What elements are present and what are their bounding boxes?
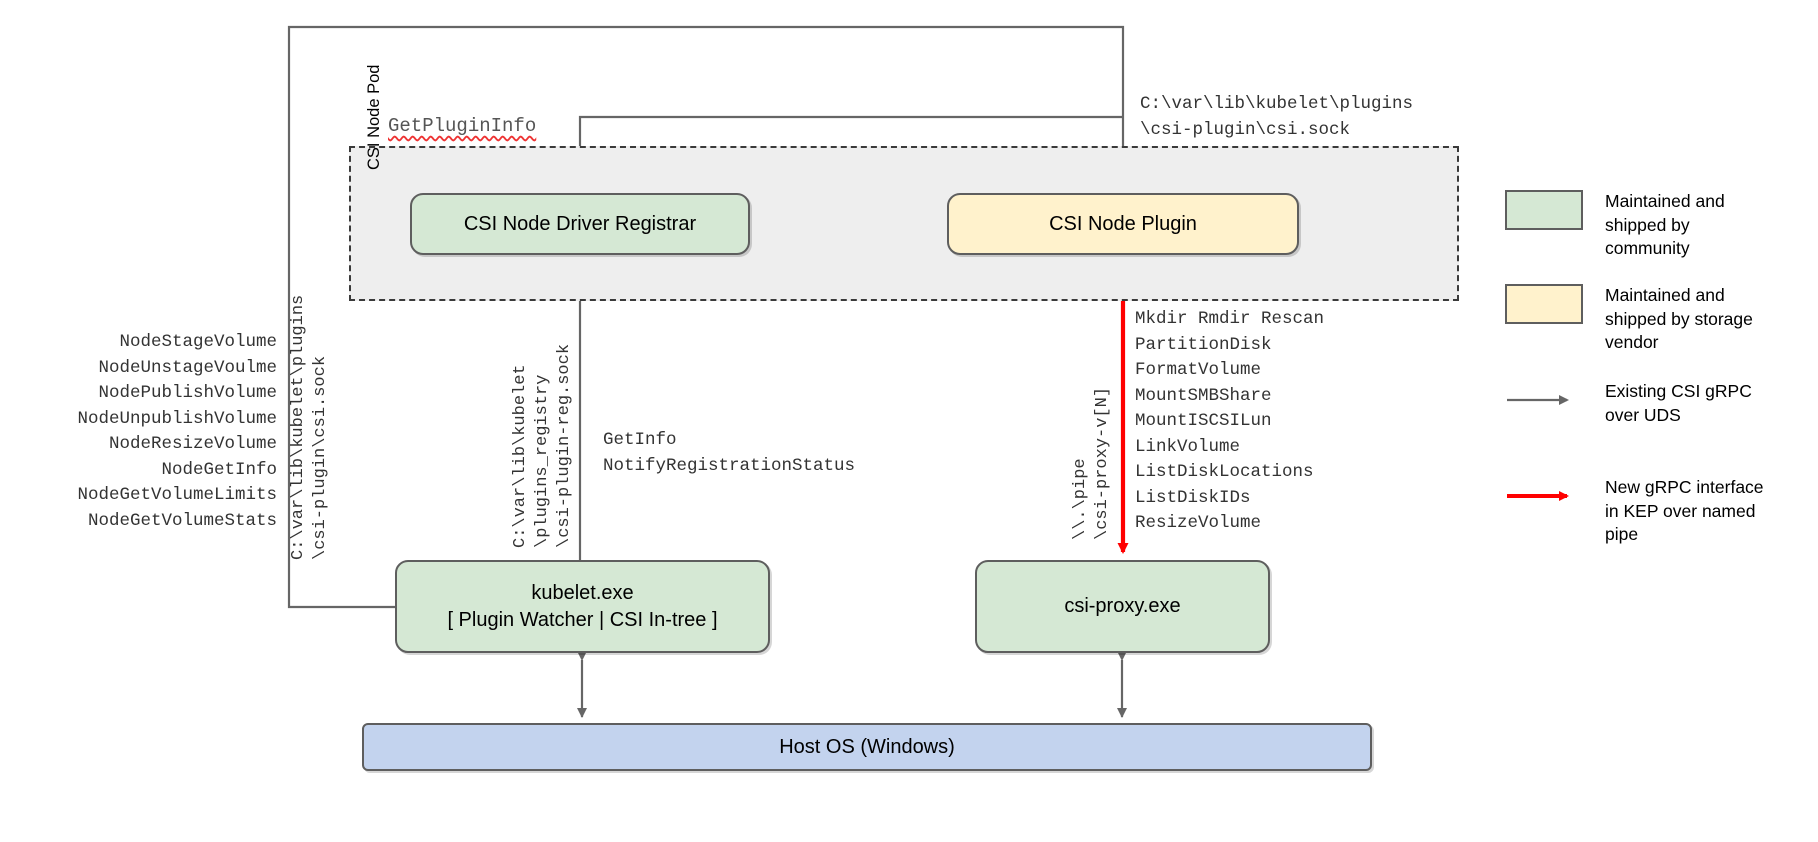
legend-row: Existing CSI gRPC over UDS — [1505, 380, 1770, 427]
kubelet-components: [ Plugin Watcher | CSI In-tree ] — [447, 608, 718, 631]
legend-label: Maintained and shipped by community — [1605, 191, 1725, 258]
csi-proxy-api-entry: PartitionDisk — [1135, 334, 1272, 355]
legend-label: Maintained and shipped by storage vendor — [1605, 285, 1753, 352]
csi-proxy-api-entry: Mkdir Rmdir Rescan — [1135, 309, 1325, 329]
node-box-label: csi-proxy.exe — [1064, 595, 1181, 618]
node-box-host-os[interactable]: Host OS (Windows) — [362, 723, 1372, 771]
node-api-entry: NodeUnpublishVolume — [77, 408, 277, 429]
label-plugins-registry-path: C:\var\lib\kubelet \plugins_registry \cs… — [511, 343, 574, 548]
legend-arrow-icon — [1505, 380, 1583, 420]
legend-row: Maintained and shipped by storage vendor — [1505, 284, 1770, 355]
label-csi-socket-path-left: C:\var\lib\kubelet\plugins \csi-plugin\c… — [289, 294, 330, 560]
legend-row: Maintained and shipped by community — [1505, 190, 1770, 261]
node-box-csi-node-driver-registrar[interactable]: CSI Node Driver Registrar — [410, 193, 750, 255]
kubelet-name: kubelet.exe — [531, 582, 634, 605]
registration-api-entry: GetInfo — [603, 430, 677, 450]
csi-proxy-api-entry: FormatVolume — [1135, 360, 1262, 380]
node-api-entry: NodeGetInfo — [161, 459, 277, 480]
csi-proxy-api-entry: MountSMBShare — [1135, 385, 1272, 406]
legend-arrow-icon — [1505, 476, 1583, 516]
node-api-entry: NodeGetVolumeLimits — [77, 485, 277, 505]
label-get-plugin-info: GetPluginInfo — [388, 115, 537, 137]
legend-color-swatch — [1505, 190, 1583, 230]
node-box-csi-node-plugin[interactable]: CSI Node Plugin — [947, 193, 1299, 255]
label-named-pipe-path: \\.\pipe \csi-proxy-v[N] — [1071, 386, 1112, 540]
node-api-entry: NodeUnstageVoulme — [98, 357, 277, 378]
node-api-entry: NodePublishVolume — [98, 383, 277, 403]
csi-proxy-api-entry: LinkVolume — [1135, 436, 1241, 457]
legend-row: New gRPC interface in KEP over named pip… — [1505, 476, 1770, 547]
csi-proxy-api-entry: ResizeVolume — [1135, 513, 1262, 533]
node-api-entry: NodeStageVolume — [119, 332, 277, 352]
legend-label: Existing CSI gRPC over UDS — [1605, 381, 1752, 425]
node-box-label: kubelet.exe [ Plugin Watcher | CSI In-tr… — [447, 580, 717, 633]
node-api-entry: NodeResizeVolume — [108, 434, 277, 454]
node-box-kubelet-exe[interactable]: kubelet.exe [ Plugin Watcher | CSI In-tr… — [395, 560, 770, 653]
legend-label: New gRPC interface in KEP over named pip… — [1605, 477, 1764, 544]
wire-kubelet-to-nodeplugin — [287, 25, 1128, 609]
csi-proxy-api-entry: ListDiskLocations — [1135, 462, 1314, 482]
csi-proxy-api-entry: ListDiskIDs — [1135, 487, 1251, 508]
node-api-entry: NodeGetVolumeStats — [87, 510, 277, 531]
node-box-csi-proxy-exe[interactable]: csi-proxy.exe — [975, 560, 1270, 653]
csi-proxy-api-entry: MountISCSILun — [1135, 411, 1272, 431]
label-csi-socket-path-top: C:\var\lib\kubelet\plugins \csi-plugin\c… — [1140, 94, 1414, 140]
node-box-label: CSI Node Plugin — [1049, 212, 1197, 235]
registration-api-entry: NotifyRegistrationStatus — [603, 455, 856, 476]
csi-node-pod-label: CSI Node Pod — [365, 64, 383, 170]
node-box-label: Host OS (Windows) — [779, 735, 955, 758]
node-box-label: CSI Node Driver Registrar — [463, 212, 697, 235]
legend-color-swatch — [1505, 284, 1583, 324]
